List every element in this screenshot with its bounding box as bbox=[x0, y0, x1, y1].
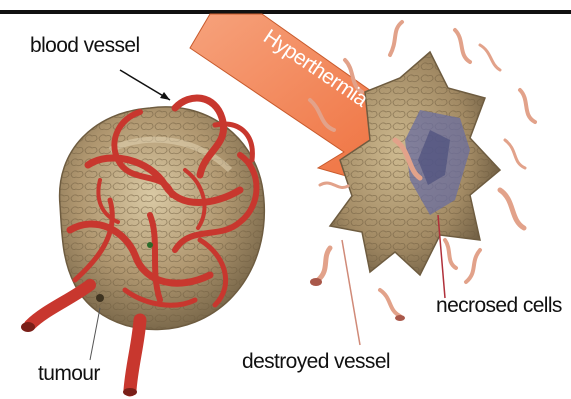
necrosed-cells-label: necrosed cells bbox=[436, 294, 562, 318]
vessel-stub-bottom bbox=[130, 320, 140, 390]
tumour-label: tumour bbox=[38, 362, 100, 386]
destroyed-vessel-label: destroyed vessel bbox=[242, 350, 390, 374]
tumour-pointer bbox=[90, 308, 100, 360]
destroyed-tumour bbox=[310, 22, 535, 321]
blood-vessel-label: blood vessel bbox=[30, 34, 140, 58]
destroyed-vessel-pointer bbox=[342, 240, 360, 345]
vessel-stub-left bbox=[30, 285, 90, 325]
tumour-with-vessels bbox=[21, 98, 264, 396]
